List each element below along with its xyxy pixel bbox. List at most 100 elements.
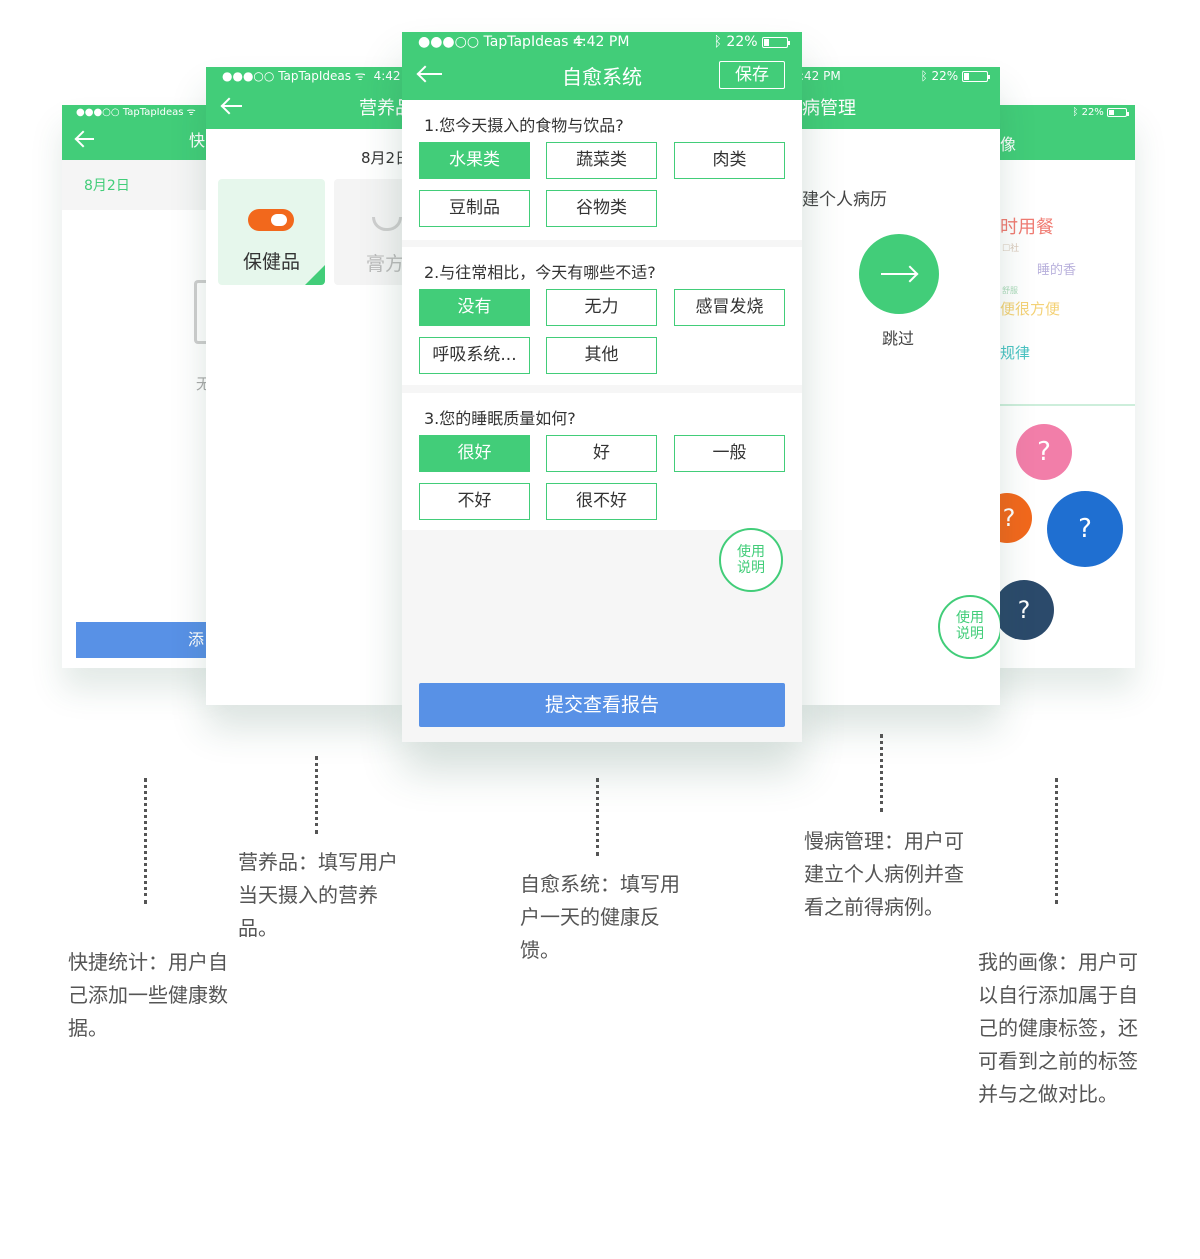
question-card-1: 1.您今天摄入的食物与饮品? 水果类 蔬菜类 肉类 豆制品 谷物类 — [402, 100, 802, 240]
option-fruit[interactable]: 水果类 — [419, 142, 530, 179]
question-title: 3.您的睡眠质量如何? — [424, 409, 576, 428]
bowl-icon — [372, 217, 402, 231]
carrier-label: TapTapIdeas — [483, 34, 569, 50]
usage-guide-button[interactable]: 使用 说明 — [719, 528, 783, 592]
signal-icon: ●●●○○ — [222, 69, 275, 83]
category-label: 保健品 — [242, 251, 300, 273]
carrier-label: TapTapIdeas — [278, 69, 351, 83]
connector-nutrition — [315, 756, 318, 834]
submit-report-button[interactable]: 提交查看报告 — [419, 683, 785, 727]
status-bar: ●●●○○ TapTapIdeas ᯤ — [62, 105, 222, 121]
divider — [1000, 404, 1135, 406]
tag-bubble-pink[interactable]: ? — [1016, 424, 1072, 480]
status-bar: ᛒ 22% — [980, 105, 1135, 121]
question-title: 2.与往常相比，今天有哪些不适? — [424, 263, 656, 282]
carrier-label: TapTapIdeas — [122, 107, 184, 118]
option-fever[interactable]: 感冒发烧 — [674, 289, 785, 326]
skip-label: 跳过 — [882, 329, 915, 348]
option-soy[interactable]: 豆制品 — [419, 190, 530, 227]
date-label: 8月2日 — [361, 149, 406, 167]
selected-corner-icon — [305, 265, 325, 285]
battery-icon — [962, 71, 990, 82]
quick-stats-screen: ●●●○○ TapTapIdeas ᯤ 快 8月2日 无 添 — [62, 105, 222, 668]
option-other[interactable]: 其他 — [546, 337, 657, 374]
option-weak[interactable]: 无力 — [546, 289, 657, 326]
bluetooth-icon: ᛒ — [920, 69, 928, 83]
usage-line-2: 说明 — [956, 626, 984, 642]
category-label: 膏方 — [366, 253, 405, 275]
battery-label: 22% — [931, 69, 959, 83]
tag-bubble-blue[interactable]: ? — [1047, 491, 1123, 567]
signal-icon: ●●●○○ — [76, 107, 120, 118]
arrow-right-icon — [881, 266, 917, 282]
caption-self-heal: 自愈系统：填写用户一天的健康反馈。 — [520, 872, 680, 962]
question-card-3: 3.您的睡眠质量如何? 很好 好 一般 不好 很不好 — [402, 393, 802, 530]
connector-quick-stats — [144, 778, 147, 904]
status-bar: :42 PM ᛒ 22% — [798, 67, 1000, 85]
wifi-icon: ᯤ — [572, 34, 586, 50]
option-respiratory[interactable]: 呼吸系统... — [419, 337, 530, 374]
usage-line-2: 说明 — [737, 560, 765, 576]
question-title: 1.您今天摄入的食物与饮品? — [424, 116, 624, 135]
question-card-2: 2.与往常相比，今天有哪些不适? 没有 无力 感冒发烧 呼吸系统... 其他 — [402, 247, 802, 385]
wifi-icon: ᯤ — [186, 107, 196, 118]
battery-label: 22% — [726, 34, 758, 50]
nutrition-screen: ●●●○○ TapTapIdeas ᯤ 4:42 P 营养品 8月2日 保健品 … — [206, 67, 406, 705]
option-meat[interactable]: 肉类 — [674, 142, 785, 179]
tag-bubble-navy[interactable]: ? — [994, 580, 1054, 640]
tag-meal: 时用餐 — [1000, 217, 1054, 238]
usage-line-1: 使用 — [737, 544, 765, 560]
self-heal-screen: ●●●○○ TapTapIdeas ᯤ 4:42 PM ᛒ 22% 自愈系统 保… — [402, 32, 802, 742]
caption-nutrition: 营养品：填写用户当天摄入的营养品。 — [238, 850, 398, 940]
status-bar: ●●●○○ TapTapIdeas ᯤ 4:42 PM ᛒ 22% — [402, 32, 802, 52]
time-label: :42 PM — [800, 69, 841, 83]
option-grain[interactable]: 谷物类 — [546, 190, 657, 227]
connector-chronic — [880, 734, 883, 812]
screen-title: 像 — [1000, 135, 1017, 154]
option-very-bad[interactable]: 很不好 — [546, 483, 657, 520]
option-good[interactable]: 好 — [546, 435, 657, 472]
caption-quick-stats: 快捷统计：用户自己添加一些健康数据。 — [68, 950, 228, 1040]
tag-bowel: 便很方便 — [1000, 300, 1061, 318]
date-row: 8月2日 — [62, 160, 222, 210]
connector-self-heal — [596, 778, 599, 856]
time-label: 4:42 PM — [573, 34, 630, 50]
chronic-screen: :42 PM ᛒ 22% 病管理 建个人病历 跳过 使用 说明 — [798, 67, 1000, 705]
pill-icon — [248, 209, 294, 231]
date-label: 8月2日 — [84, 178, 130, 194]
option-average[interactable]: 一般 — [674, 435, 785, 472]
save-button[interactable]: 保存 — [719, 61, 785, 89]
caption-chronic: 慢病管理：用户可建立个人病例并查看之前得病例。 — [804, 829, 964, 919]
bluetooth-icon: ᛒ — [1072, 107, 1079, 118]
back-arrow-icon[interactable] — [222, 98, 242, 114]
back-arrow-icon[interactable] — [76, 132, 94, 146]
option-vegetable[interactable]: 蔬菜类 — [546, 142, 657, 179]
skip-button[interactable] — [859, 234, 939, 314]
screen-title: 快 — [189, 131, 206, 150]
status-bar: ●●●○○ TapTapIdeas ᯤ 4:42 P — [206, 67, 406, 85]
battery-icon — [762, 36, 790, 48]
usage-line-1: 使用 — [956, 610, 984, 626]
category-health-products[interactable]: 保健品 — [218, 179, 325, 285]
tag-minor-2: 舒服 — [1002, 286, 1018, 295]
tag-sleep: 睡的香 — [1037, 263, 1077, 278]
option-very-good[interactable]: 很好 — [419, 435, 530, 472]
bluetooth-icon: ᛒ — [713, 34, 722, 50]
add-button[interactable]: 添 — [76, 622, 222, 658]
time-label: 4:42 P — [373, 69, 406, 83]
usage-guide-button[interactable]: 使用 说明 — [938, 595, 1000, 659]
battery-label: 22% — [1081, 107, 1104, 118]
screen-title: 自愈系统 — [562, 65, 642, 89]
tag-minor: ☐社 — [1002, 244, 1020, 254]
back-arrow-icon[interactable] — [418, 65, 442, 83]
category-cream[interactable]: 膏方 — [334, 179, 406, 285]
option-none[interactable]: 没有 — [419, 289, 530, 326]
connector-portrait — [1055, 778, 1058, 904]
wifi-icon: ᯤ — [354, 69, 366, 83]
tag-regular: 规律 — [1000, 344, 1031, 362]
portrait-screen: ᛒ 22% 像 时用餐 ☐社 睡的香 舒服 便很方便 规律 ? ? ? ? — [980, 105, 1135, 668]
create-record-text: 建个人病历 — [802, 190, 887, 210]
signal-icon: ●●●○○ — [418, 34, 480, 50]
caption-portrait: 我的画像：用户可以自行添加属于自己的健康标签，还可看到之前的标签并与之做对比。 — [978, 950, 1138, 1106]
option-bad[interactable]: 不好 — [419, 483, 530, 520]
